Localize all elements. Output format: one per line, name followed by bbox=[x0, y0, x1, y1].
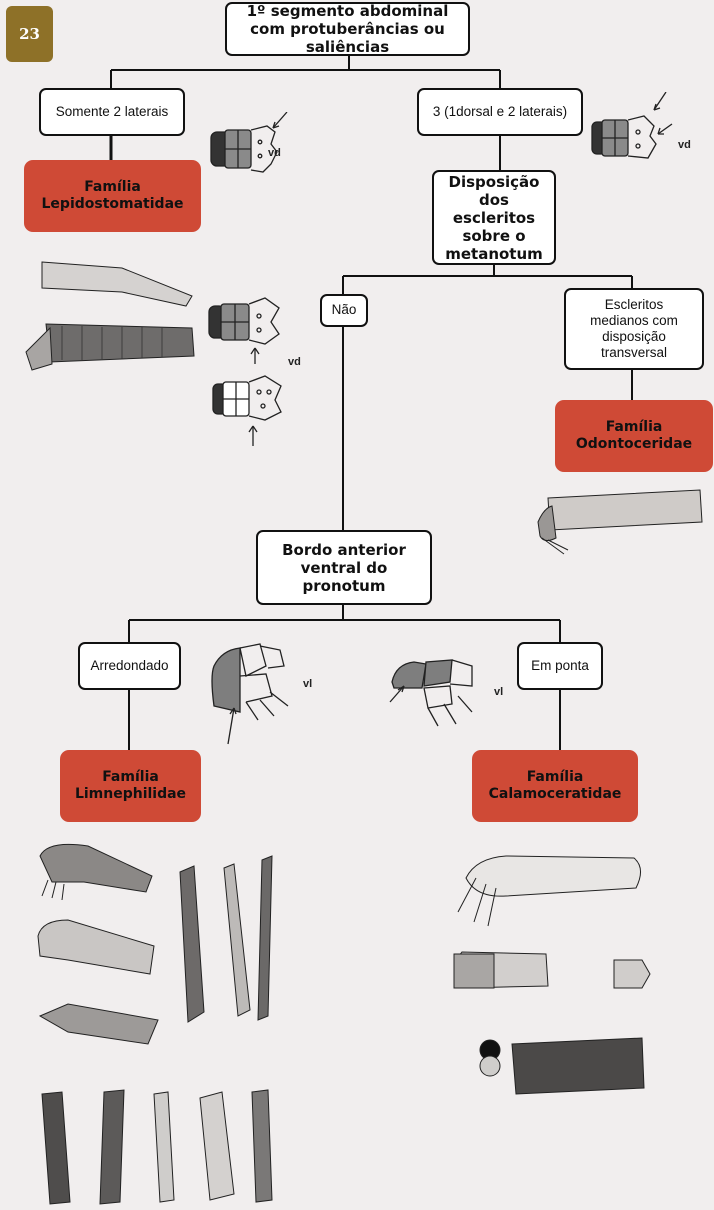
limnephilidae-larvae-cases-illustration bbox=[28, 836, 290, 1206]
node-pronotum-border: Bordo anterior ventral do pronotum bbox=[256, 530, 432, 605]
node-first-abdominal-segment: 1º segmento abdominal com protuberâncias… bbox=[225, 2, 470, 56]
node-only-two-lateral: Somente 2 laterais bbox=[39, 88, 185, 136]
family-calamoceratidae: Família Calamoceratidae bbox=[472, 750, 638, 822]
node-sclerite-disposition: Disposição dos escleritos sobre o metano… bbox=[432, 170, 556, 265]
page-number-badge: 23 bbox=[6, 6, 53, 62]
lepidostomatidae-case-illustration bbox=[22, 252, 200, 372]
view-label-vl: vl bbox=[303, 678, 312, 690]
family-limnephilidae: Família Limnephilidae bbox=[60, 750, 201, 822]
node-three-protuberances: 3 (1dorsal e 2 laterais) bbox=[417, 88, 583, 136]
family-odontoceridae: Família Odontoceridae bbox=[555, 400, 713, 472]
larva-head-dorsal-illustration bbox=[205, 112, 305, 184]
node-transverse-sclerites: Escleritos medianos com disposição trans… bbox=[564, 288, 704, 370]
pronotum-lateral-pointed-illustration bbox=[386, 652, 486, 734]
node-nao: Não bbox=[320, 294, 368, 327]
view-label-vl-2: vl bbox=[494, 686, 503, 698]
view-label-vd-2: vd bbox=[678, 139, 691, 151]
larva-head-dorsal-three-illustration bbox=[588, 92, 678, 178]
pronotum-lateral-rounded-illustration bbox=[206, 636, 300, 748]
node-arredondado: Arredondado bbox=[78, 642, 181, 690]
family-lepidostomatidae: Família Lepidostomatidae bbox=[24, 160, 201, 232]
node-em-ponta: Em ponta bbox=[517, 642, 603, 690]
view-label-vd: vd bbox=[268, 147, 281, 159]
odontoceridae-case-illustration bbox=[534, 478, 706, 560]
metanotum-dorsal-illustration bbox=[205, 290, 295, 450]
view-label-vd-3: vd bbox=[288, 356, 301, 368]
calamoceratidae-larva-case-illustration bbox=[446, 838, 672, 1102]
